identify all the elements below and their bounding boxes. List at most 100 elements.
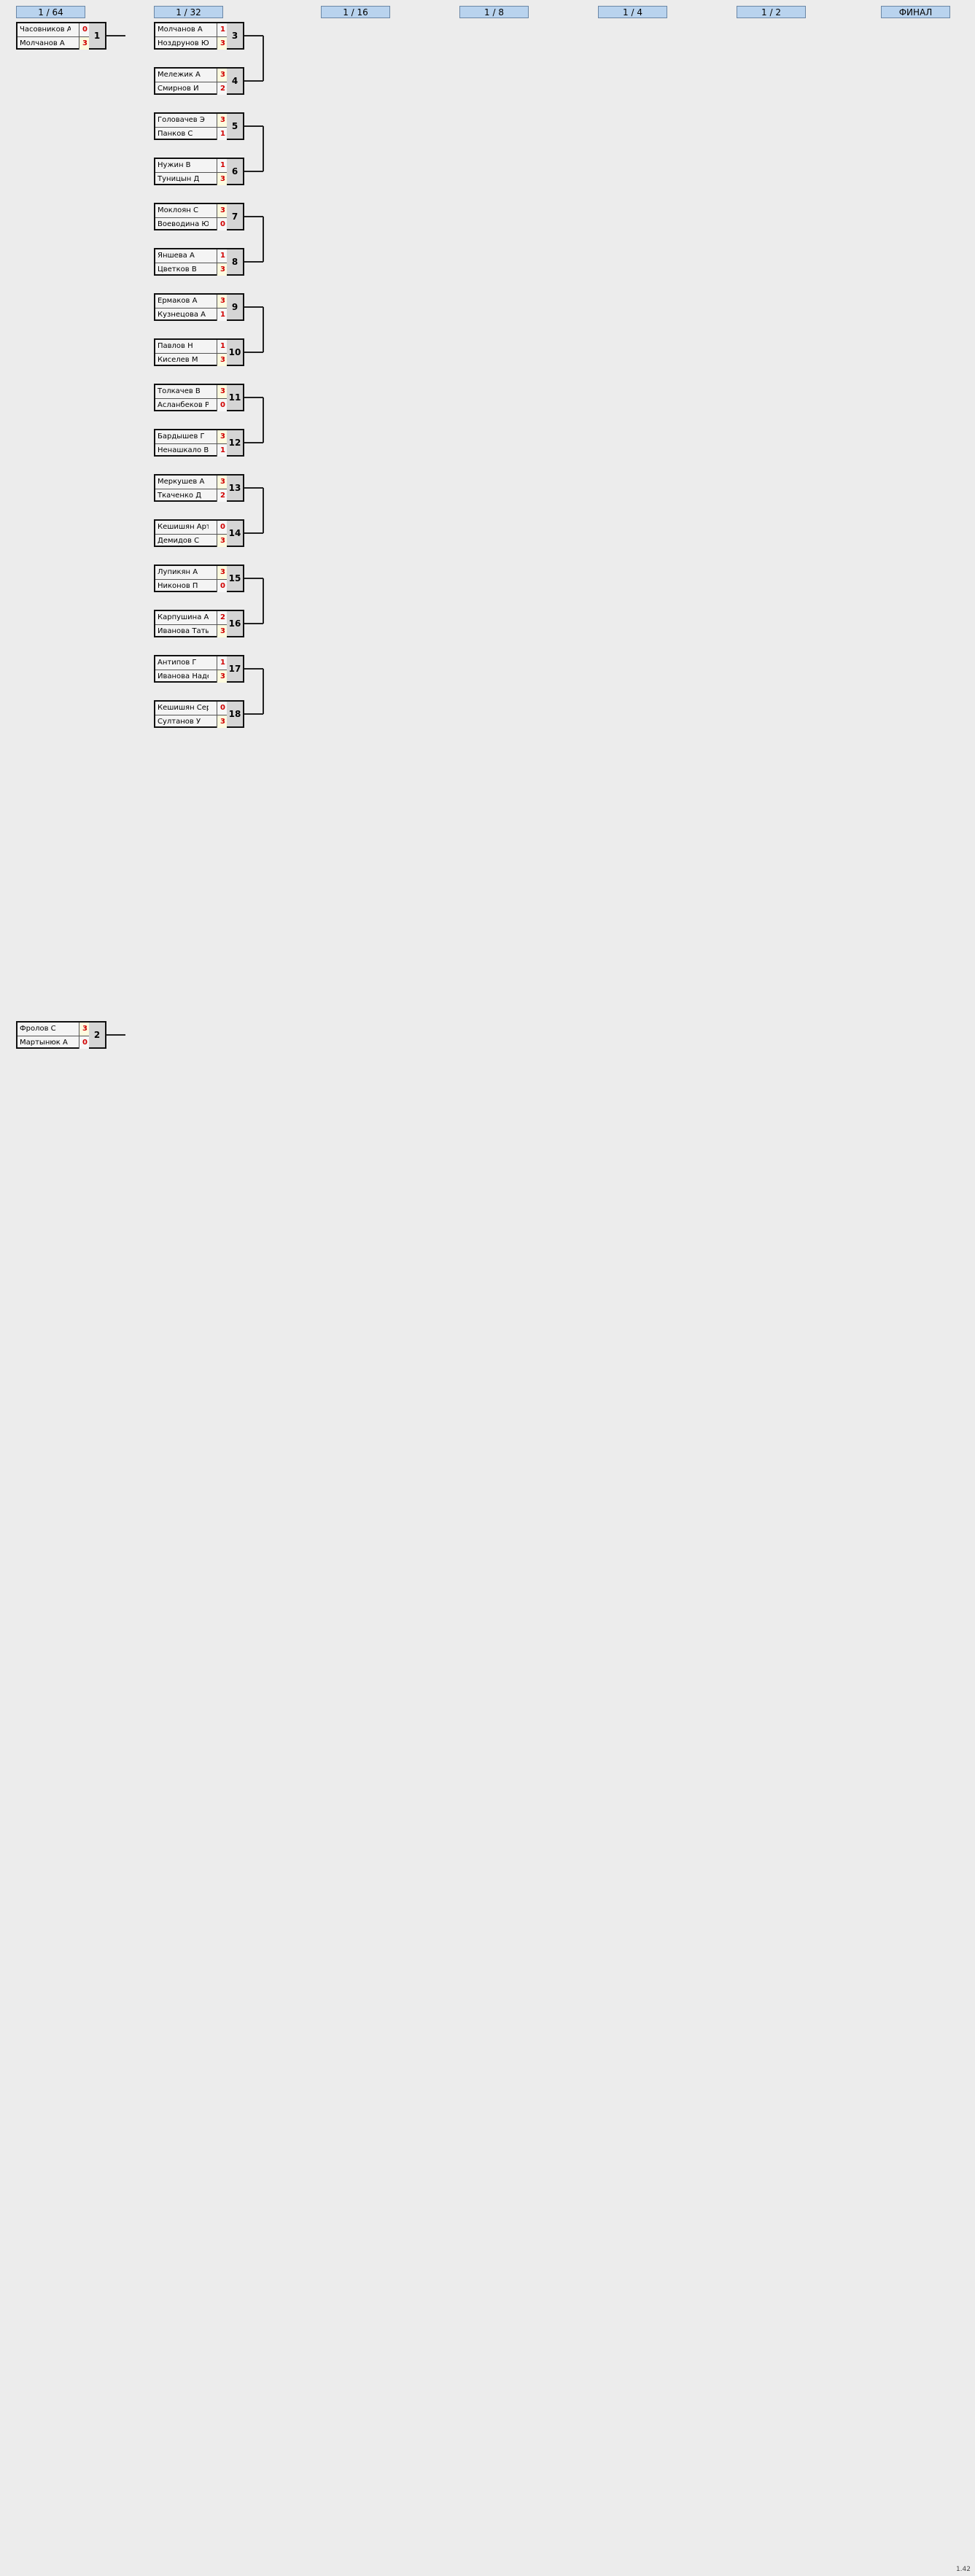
- player-row[interactable]: Смирнов И 2: [155, 82, 228, 95]
- player-row[interactable]: Иванова Надежда3: [155, 670, 228, 683]
- player-row[interactable]: Кешишян Артур0: [155, 521, 228, 534]
- player-name: Фролов С: [20, 1025, 56, 1033]
- player-score: 3: [217, 37, 228, 50]
- player-name: Кешишян Артур: [158, 523, 209, 531]
- match-box[interactable]: Кешишян Сергей0Султанов У 318: [154, 700, 256, 728]
- header-1-4[interactable]: 1 / 4: [598, 6, 667, 18]
- player-score: 0: [217, 580, 228, 592]
- match-number: 9: [227, 293, 244, 321]
- player-score: 3: [217, 715, 228, 728]
- header-1-32[interactable]: 1 / 32: [154, 6, 223, 18]
- player-score: 1: [217, 340, 228, 353]
- player-row[interactable]: Киселев М 3: [155, 353, 228, 366]
- player-name: Никонов П: [158, 582, 198, 590]
- player-name: Киселев М: [158, 356, 198, 364]
- player-score: 3: [217, 263, 228, 276]
- player-name: Кузнецова А: [158, 311, 206, 319]
- match-number: 18: [227, 700, 244, 728]
- match-number: 5: [227, 112, 244, 140]
- player-score: 0: [217, 702, 228, 715]
- header-final[interactable]: ФИНАЛ: [881, 6, 950, 18]
- player-score: 1: [217, 128, 228, 140]
- player-name: Молчанов А: [20, 39, 65, 47]
- player-score: 1: [217, 444, 228, 457]
- player-score: 3: [217, 670, 228, 683]
- player-row[interactable]: Кешишян Сергей0: [155, 702, 228, 715]
- header-1-16[interactable]: 1 / 16: [321, 6, 390, 18]
- header-1-64[interactable]: 1 / 64: [16, 6, 85, 18]
- player-score: 3: [217, 430, 228, 443]
- player-score: 3: [217, 69, 228, 82]
- player-score: 3: [217, 535, 228, 547]
- player-row[interactable]: Иванова Татьяна3: [155, 624, 228, 637]
- player-score: 2: [217, 82, 228, 95]
- player-score: 3: [217, 354, 228, 366]
- player-score: 2: [217, 611, 228, 624]
- player-row[interactable]: Султанов У 3: [155, 715, 228, 728]
- header-1-2[interactable]: 1 / 2: [737, 6, 806, 18]
- player-name: Султанов У: [158, 718, 201, 726]
- player-name: Смирнов И: [158, 85, 199, 93]
- match-number: 4: [227, 67, 244, 95]
- player-score: 0: [217, 399, 228, 411]
- player-score: 2: [217, 489, 228, 502]
- player-name: Часовников А: [20, 26, 71, 34]
- player-score: 0: [79, 1036, 90, 1049]
- header-1-8[interactable]: 1 / 8: [459, 6, 529, 18]
- player-name: Меркушев А: [158, 478, 205, 486]
- player-row[interactable]: Никонов П 0: [155, 579, 228, 592]
